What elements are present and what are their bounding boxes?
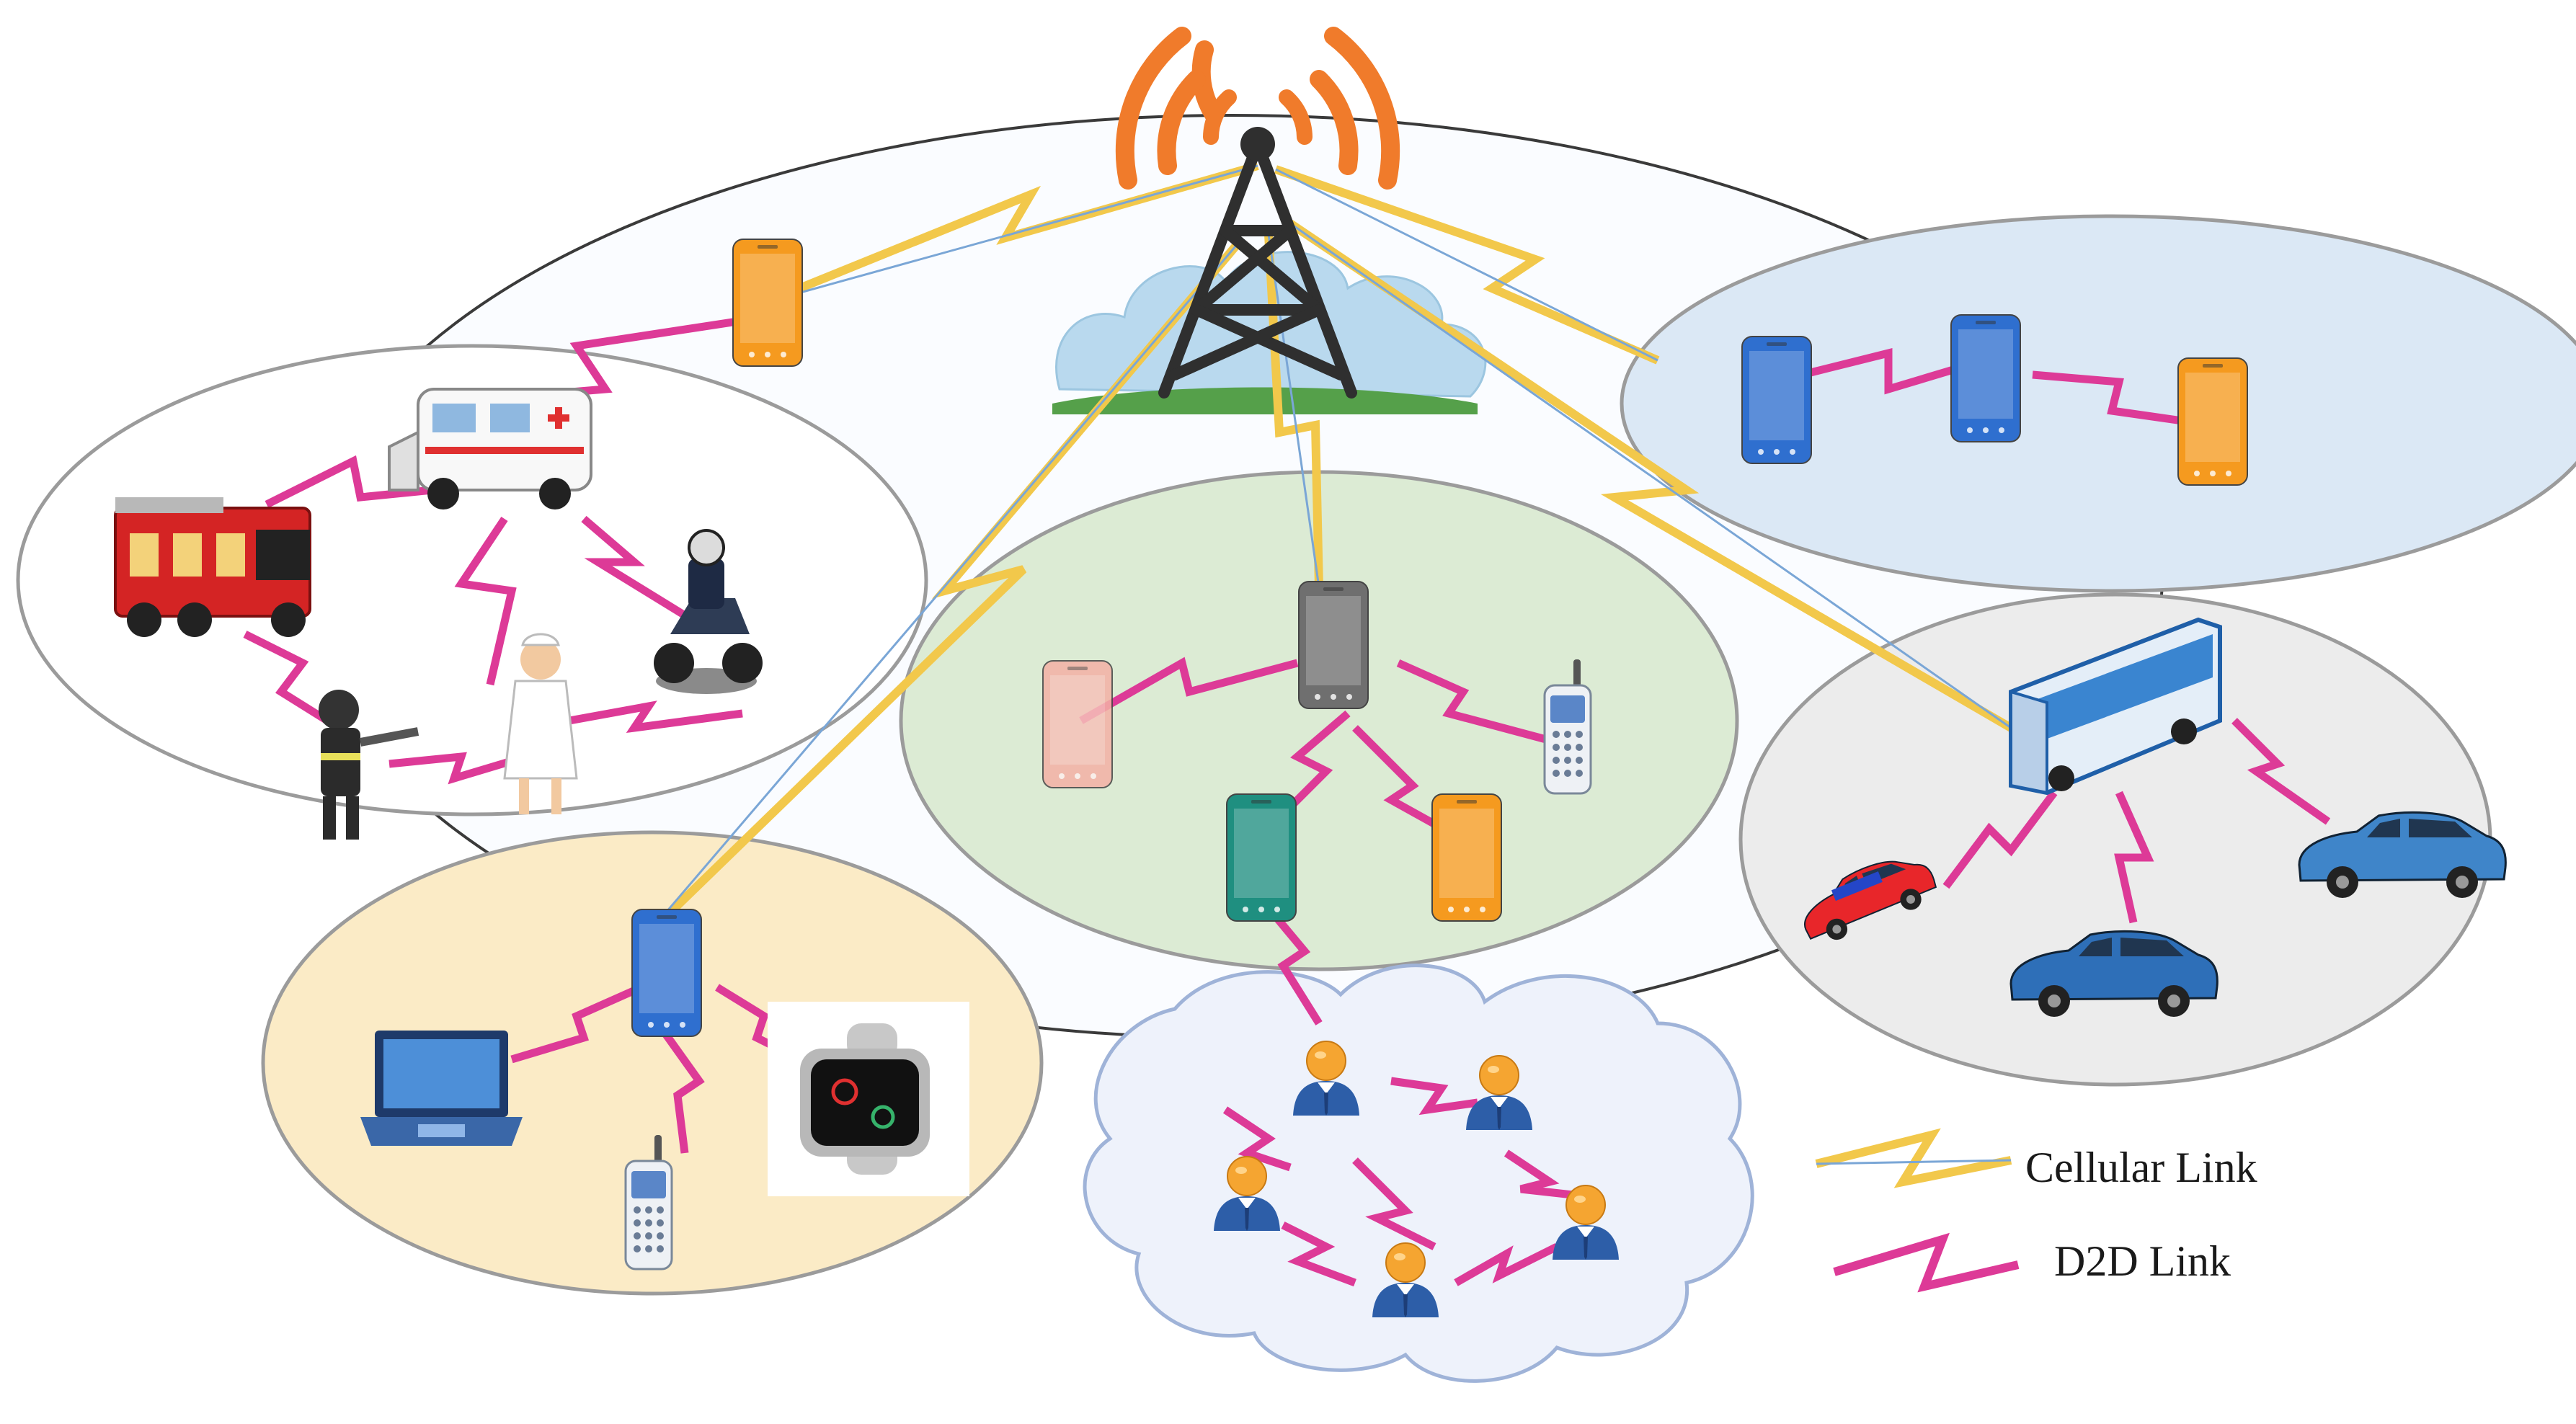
ambulance-icon [388,388,592,509]
public-safety-zone [16,344,928,816]
bus-icon [2009,617,2222,796]
nurse-icon [503,633,578,814]
legend-cellular-symbol [1815,1128,2012,1188]
d2d-link [243,631,341,731]
smartphone-icon [1298,581,1369,709]
base-station-icon [1115,27,1400,399]
laptop-icon [360,1031,523,1146]
car-icon [1792,845,1942,951]
d2d-link [1396,659,1558,747]
d2d-link [659,1028,705,1154]
cellular-link-to-wearable [641,239,1243,940]
d2d-link [2032,370,2213,430]
social-cloud [1083,964,1754,1383]
smartphone-icon [1226,793,1297,922]
d2d-link [1222,1106,1292,1172]
d2d-link [1265,905,1323,1025]
d2d-link [569,700,743,734]
d2d-link [1079,657,1299,724]
d2d-link [1942,790,2058,889]
firefighter-icon [319,690,419,840]
smartphone-icon [1741,336,1812,464]
fire-truck-icon [114,497,311,637]
d2d-link [1352,725,1458,840]
smartphone-icon [1431,793,1502,922]
legend-d2d-symbol [1833,1232,2020,1293]
d2d-link [1504,1149,1586,1201]
legend-d2d-label: D2D Link [2054,1237,2231,1285]
smartphone-icon [631,909,702,1037]
d2d-link [265,455,433,508]
cellular-link-to-bus [1287,220,2014,732]
d2d-link [454,516,517,686]
smartphone-icon [732,239,803,367]
d2d-link [1454,1243,1559,1286]
d2d-link [1800,347,1962,395]
d2d-link [1352,1157,1436,1250]
smartwatch-icon [768,1002,969,1196]
smartphone-icon [1042,660,1113,788]
legend-cellular-label: Cellular Link [2025,1144,2257,1191]
relay-zone [1620,214,2576,593]
smartphone-icon [1950,314,2021,442]
d2d-link [1390,1077,1478,1116]
d2d-link [2231,718,2331,825]
legend: Cellular Link D2D Link [1815,1128,2257,1293]
d2d-link [510,983,644,1064]
d2d-link [388,752,528,785]
d2d-link [2114,791,2154,924]
d2d-link [1281,1221,1356,1287]
d2d-link [581,515,694,623]
cellular-link-to-relay [1274,165,1660,365]
smartphone-icon [2177,357,2248,486]
police-motorcycle-icon [654,529,763,694]
